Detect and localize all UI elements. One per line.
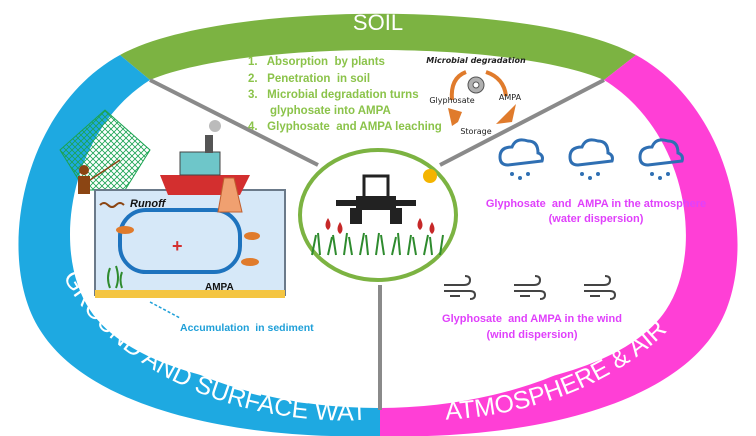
soil-item-3: 3. Microbial degradation turns	[248, 89, 419, 101]
shrimp-basket-icon	[217, 177, 243, 213]
air-band	[380, 55, 738, 436]
sediment-pointer	[149, 301, 181, 319]
fish-icon	[116, 226, 260, 266]
cycle-glyphosate: Glyphosate	[429, 96, 474, 105]
cycle-title: Microbial degradation	[426, 56, 526, 65]
microbial-cycle: Microbial degradation Glyphosate AMPA St…	[426, 56, 526, 136]
soil-item-1: 1. Absorption by plants	[248, 56, 385, 68]
seaweed-icon	[107, 265, 123, 289]
cycle-ampa: AMPA	[499, 93, 522, 102]
wind-line-2: (wind dispersion)	[486, 329, 577, 341]
cycle-arrow-down-left	[448, 108, 462, 126]
water-tank	[94, 189, 286, 296]
wind-line-1: Glyphosate and AMPA in the wind	[442, 313, 622, 325]
soil-item-3-cont: glyphosate into AMPA	[270, 105, 391, 117]
water-band	[18, 55, 380, 436]
sediment-label: Accumulation in sediment	[180, 322, 314, 334]
soil-band	[120, 13, 636, 80]
wind-icon	[444, 275, 617, 300]
center-circle	[298, 148, 458, 282]
cycle-storage: Storage	[460, 127, 491, 136]
sediment-layer	[95, 290, 285, 298]
water-cycle-loop	[118, 208, 242, 274]
air-illustration: Glyphosate and AMPA in the atmosphere (w…	[442, 138, 706, 341]
plus-sign: +	[172, 236, 183, 256]
fisherman-icon	[78, 159, 121, 194]
soil-title: SOIL	[353, 10, 403, 35]
cycle-arrow-right	[485, 70, 508, 97]
water-illustration: Runoff AMPA + Accumulation in sediment	[59, 109, 314, 334]
plant-icon	[311, 232, 444, 256]
atmosphere-line-1: Glyphosate and AMPA in the atmosphere	[486, 198, 706, 210]
soil-list: 1. Absorption by plants 2. Penetration i…	[248, 56, 442, 133]
sun-icon	[423, 169, 437, 183]
rain-drops	[510, 172, 670, 180]
runoff-label: Runoff	[130, 198, 167, 210]
cycle-arrow-left	[449, 70, 467, 101]
runoff-wave	[99, 202, 125, 208]
tractor-icon	[336, 174, 416, 224]
soil-item-4: 4. Glyphosate and AMPA leaching	[248, 121, 442, 133]
gear-icon	[467, 76, 485, 94]
droplet-icons	[325, 218, 435, 234]
water-ampa-label: AMPA	[205, 282, 234, 293]
cloud-rain-icon	[498, 138, 684, 167]
soil-item-2: 2. Penetration in soil	[248, 73, 370, 85]
cycle-arrow-down-right	[496, 104, 516, 124]
atmosphere-line-2: (water dispersion)	[549, 213, 644, 225]
